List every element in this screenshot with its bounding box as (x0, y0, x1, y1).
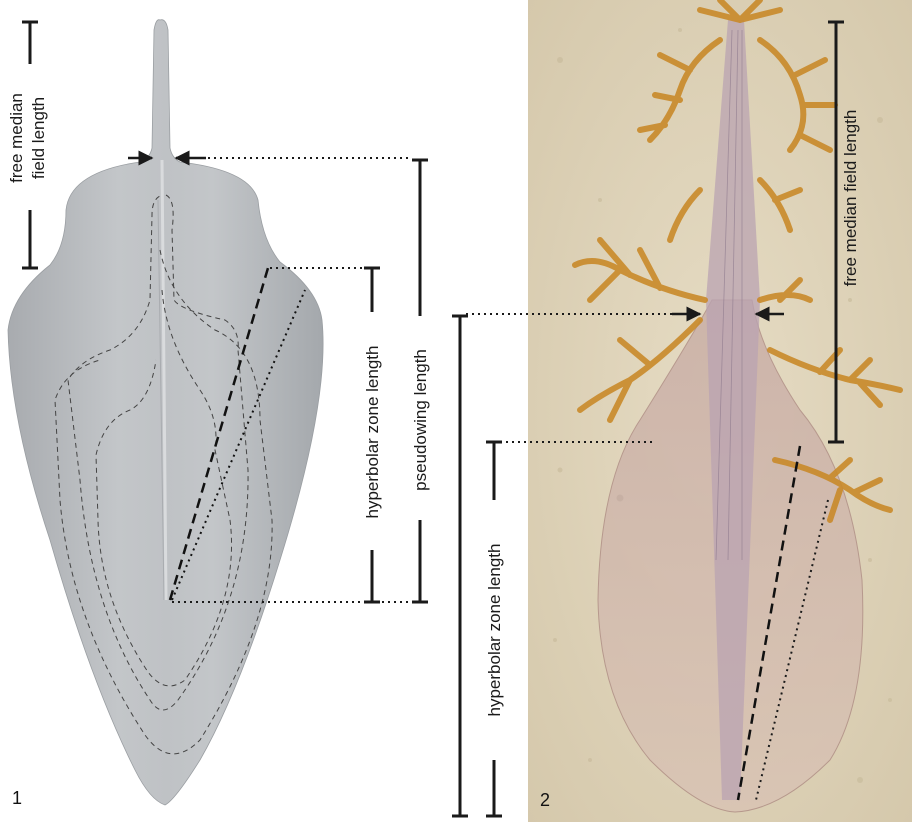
panel-number-1: 1 (12, 788, 22, 808)
label-pseudowing: pseudowing length (411, 349, 430, 491)
label-free-median-1b: field length (29, 97, 48, 179)
panel-2: free median field length 2 (466, 0, 912, 822)
panel-1: free median field length hyperbolar zone… (7, 20, 430, 808)
label-hyperbolar-zone-1: hyperbolar zone length (363, 346, 382, 519)
label-hyperbolar-zone-2: hyperbolar zone length (485, 544, 504, 717)
panel-number-2: 2 (540, 790, 550, 810)
label-free-median-1a: free median (7, 93, 26, 183)
label-free-median-2: free median field length (841, 110, 860, 287)
bar-pseudowing-2 (452, 316, 468, 816)
